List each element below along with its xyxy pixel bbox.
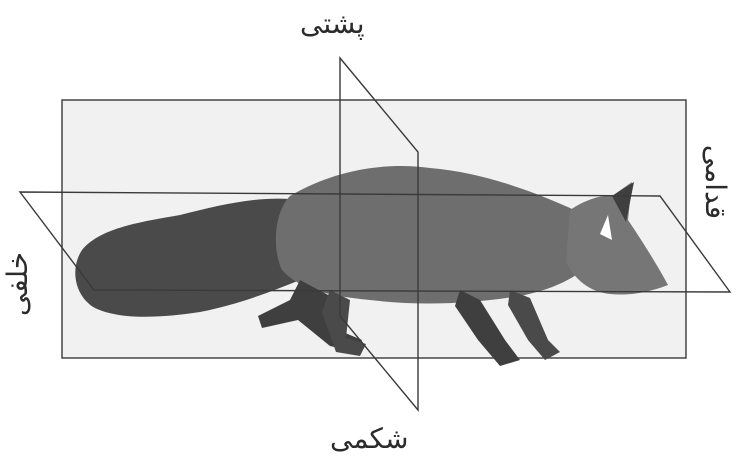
label-anterior: قدامی [701,145,729,219]
label-ventral: شکمی [330,425,408,453]
label-posterior: خلفی [4,252,32,316]
label-dorsal: پشتی [300,10,365,38]
